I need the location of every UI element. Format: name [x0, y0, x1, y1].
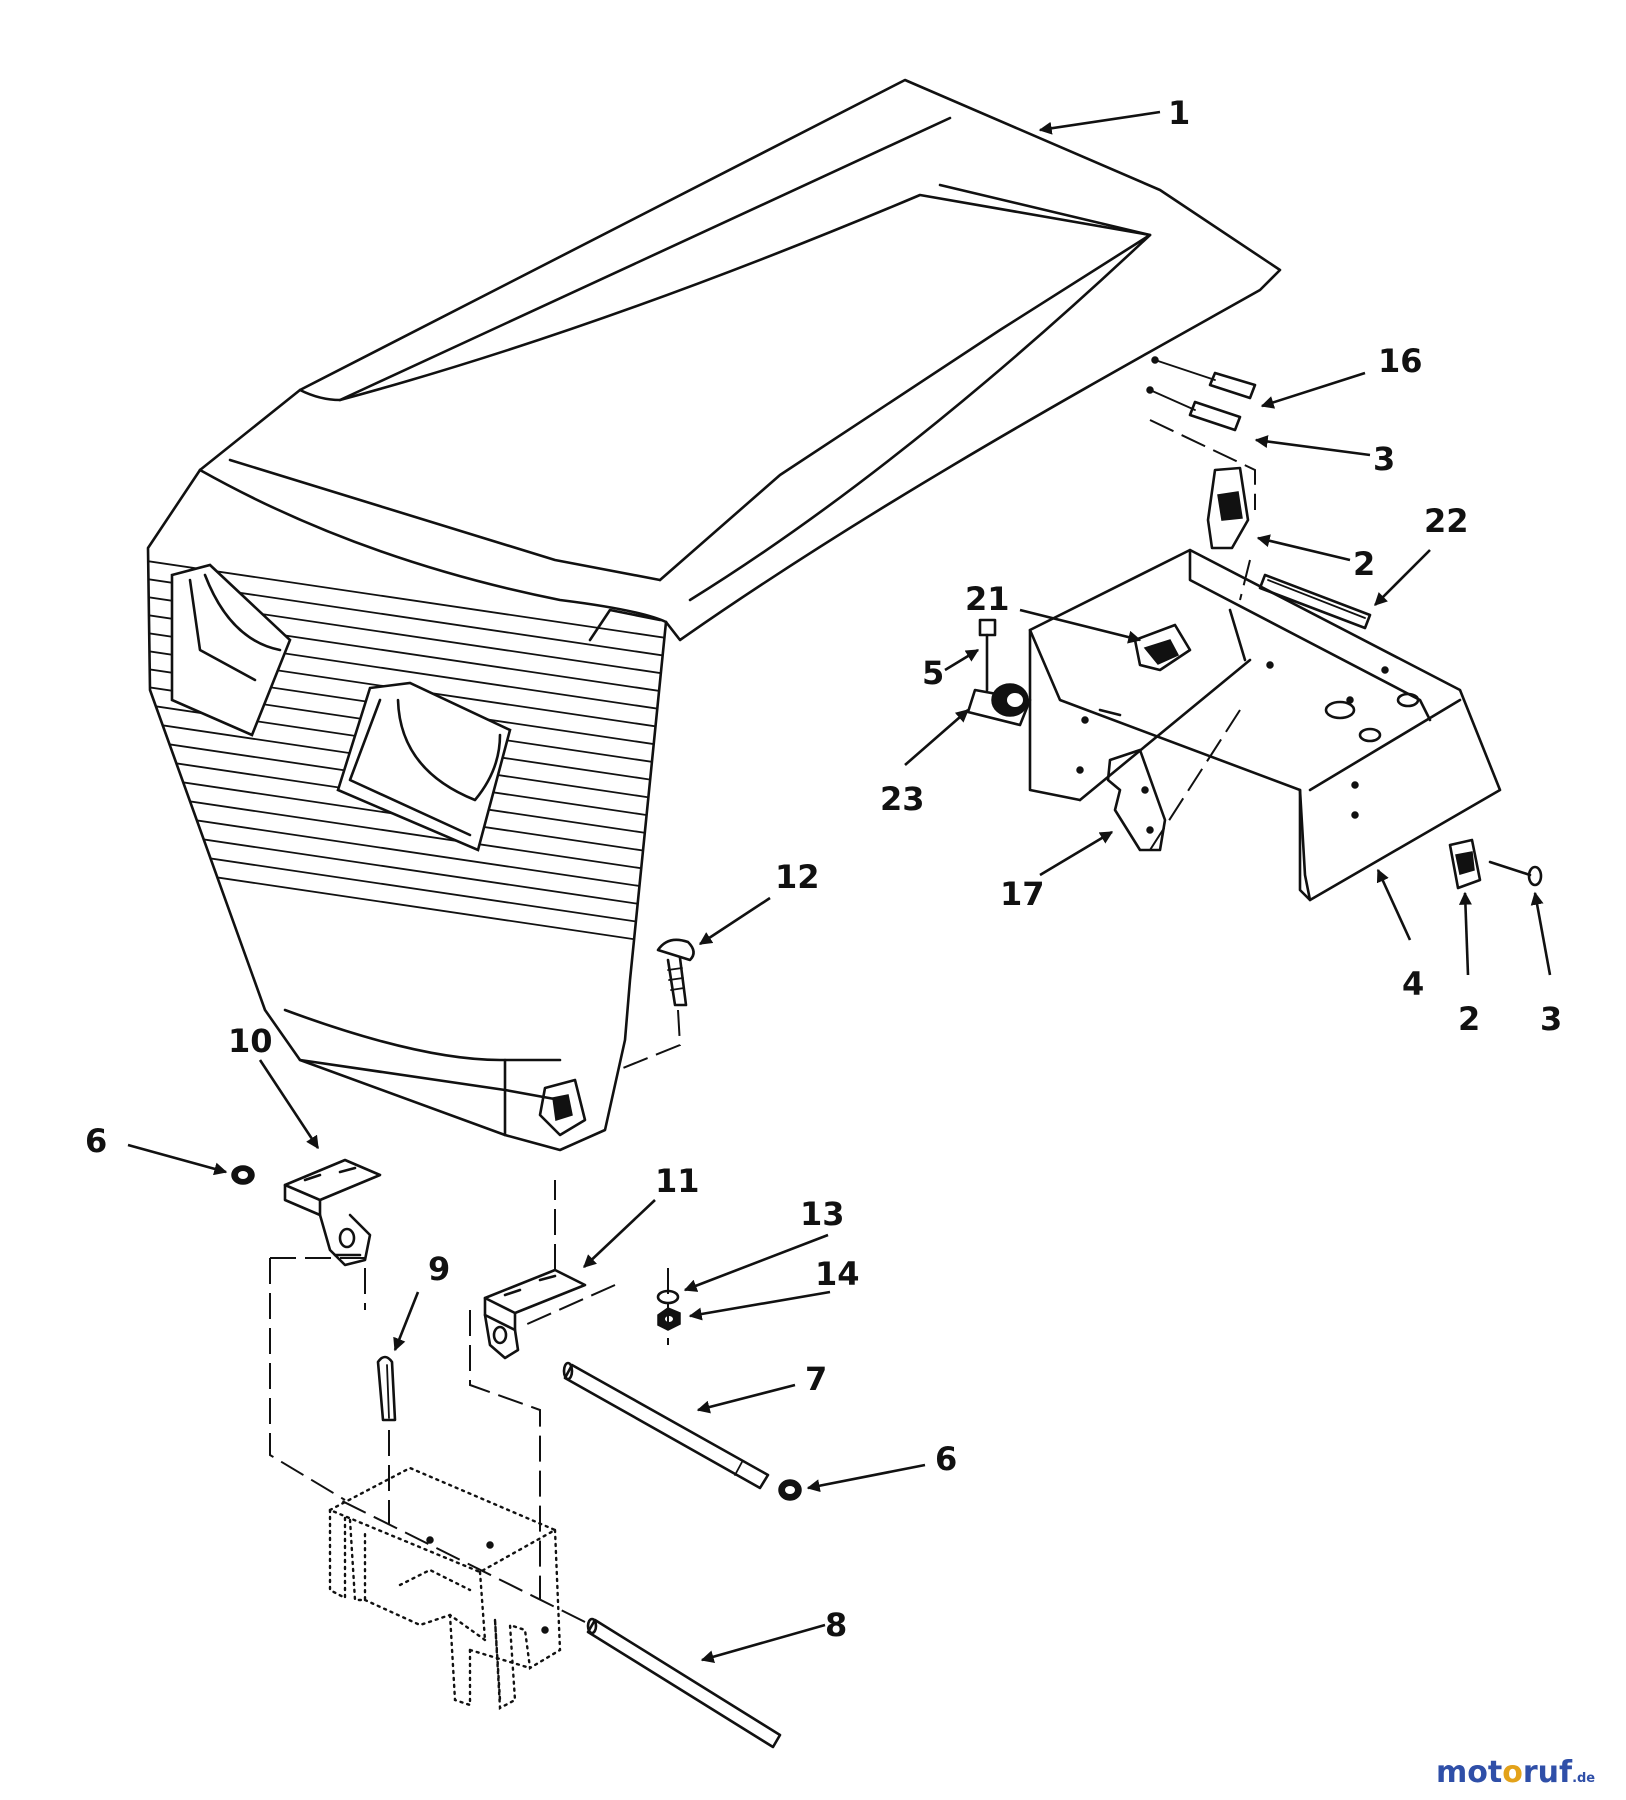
callout-5: 5 [922, 654, 944, 692]
callout-14: 14 [815, 1255, 860, 1293]
hood [146, 78, 1282, 1152]
shaft-7 [562, 1361, 770, 1490]
callout-9: 9 [428, 1250, 450, 1288]
bracket-10 [283, 1158, 382, 1267]
latch-2-bottom [1448, 838, 1543, 890]
callout-3: 3 [1373, 440, 1395, 478]
bolt-5 [978, 618, 997, 692]
callout-6: 6 [935, 1440, 957, 1478]
callout-12: 12 [775, 858, 820, 896]
callout-8: 8 [825, 1606, 847, 1644]
hinge-bracket-assembly [966, 356, 1543, 902]
callout-2: 2 [1458, 1000, 1480, 1038]
spring-assembly [966, 683, 1032, 727]
pins-16-3-top [1146, 356, 1257, 432]
headlight-left [170, 563, 292, 737]
bracket-11 [483, 1180, 587, 1360]
callout-11: 11 [655, 1162, 700, 1200]
callout-23: 23 [880, 780, 925, 818]
washer-6-right [778, 1479, 802, 1501]
latch-2-top [1206, 466, 1250, 550]
washer-6-left [231, 1165, 255, 1185]
callout-17: 17 [1000, 875, 1045, 913]
callout-4: 4 [1402, 965, 1424, 1003]
callout-13: 13 [800, 1195, 845, 1233]
callout-6: 6 [85, 1122, 107, 1160]
frame-mount-dotted [327, 1466, 562, 1710]
callout-1: 1 [1168, 94, 1190, 132]
pin-22 [1258, 573, 1372, 630]
callout-2: 2 [1353, 545, 1375, 583]
watermark-logo: motoruf.de [1436, 1755, 1595, 1790]
callout-7: 7 [805, 1360, 827, 1398]
callout-3: 3 [1540, 1000, 1562, 1038]
callout-10: 10 [228, 1022, 273, 1060]
svg-text:motoruf.de: motoruf.de [1436, 1755, 1595, 1790]
plate-17 [1106, 748, 1167, 852]
carriage-bolt-12 [617, 938, 695, 1071]
headlight-right [336, 681, 512, 852]
callout-labels: 1 16 3 2 22 21 5 23 17 4 2 3 12 10 6 11 … [85, 94, 1562, 1644]
leader-arrows [127, 110, 1552, 1664]
callout-16: 16 [1378, 342, 1423, 380]
hood-latch [538, 1078, 587, 1137]
rod-8 [339, 1499, 782, 1749]
cotter-pin-9 [376, 1355, 397, 1525]
callout-21: 21 [965, 580, 1010, 618]
callout-22: 22 [1424, 502, 1469, 540]
